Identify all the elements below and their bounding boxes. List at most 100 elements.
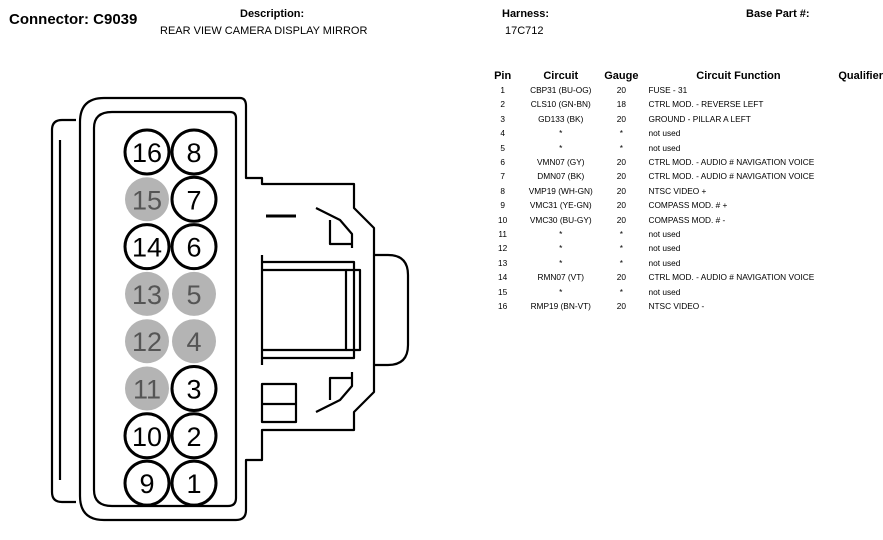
pin-circle — [125, 177, 169, 222]
circuit-cell: VMC31 (YE-GN) — [529, 200, 592, 211]
gauge-cell: 20 — [616, 185, 626, 196]
pin-cell: 8 — [500, 185, 505, 196]
pin-number: 5 — [186, 280, 201, 310]
pin-number: 4 — [186, 327, 201, 357]
gauge-cell: 20 — [616, 214, 626, 225]
header-circuit-function: Circuit Function — [696, 69, 781, 82]
pin-cell: 16 — [498, 301, 508, 312]
function-cell: not used — [648, 257, 681, 268]
function-cell: not used — [648, 142, 681, 153]
function-cell: FUSE - 31 — [648, 85, 688, 95]
table-row: 16 RMP19 (BN-VT) 20 NTSC VIDEO - — [488, 299, 883, 313]
pin-circle — [125, 319, 169, 364]
pin-number: 11 — [133, 375, 161, 405]
qualifier-cell — [838, 270, 883, 284]
pin-number: 3 — [186, 375, 201, 405]
function-cell: GROUND - PILLAR A LEFT — [648, 113, 751, 124]
connector-pin-15: 15 — [125, 177, 169, 222]
function-cell: NTSC VIDEO - — [648, 301, 705, 312]
connector-pin-16: 16 — [123, 128, 171, 176]
gauge-cell: 20 — [616, 171, 626, 182]
pin-circle — [123, 223, 171, 271]
qualifier-cell — [838, 227, 883, 241]
base-part-label: Base Part #: — [746, 8, 810, 20]
pin-circle — [170, 459, 218, 507]
pinout-table: Pin Circuit Gauge Circuit Function Quali… — [488, 68, 883, 314]
connector-pin-2: 2 — [170, 412, 218, 460]
header-pin: Pin — [494, 69, 512, 82]
qualifier-cell — [838, 169, 883, 183]
pin-circle — [170, 223, 218, 271]
pin-number: 16 — [132, 138, 162, 168]
pin-cell: 10 — [498, 214, 508, 225]
table-row: 5**not used — [488, 141, 883, 155]
function-cell: COMPASS MOD. # - — [648, 214, 726, 225]
circuit-cell: * — [559, 257, 563, 268]
circuit-cell: * — [559, 229, 563, 240]
pin-circle — [123, 128, 171, 176]
connector-pin-8: 8 — [170, 128, 218, 176]
pin-cell: 3 — [500, 113, 505, 124]
connector-pin-7: 7 — [170, 175, 218, 223]
pin-cell: 14 — [498, 272, 508, 283]
function-cell: CTRL MOD. - AUDIO # NAVIGATION VOICE — [648, 157, 815, 168]
pin-circle — [170, 128, 218, 176]
circuit-cell: * — [559, 286, 563, 297]
gauge-cell: * — [619, 229, 623, 240]
gauge-cell: 18 — [616, 99, 626, 110]
circuit-cell: RMP19 (BN-VT) — [530, 301, 591, 312]
harness-label: Harness: — [502, 8, 550, 20]
pin-circle — [123, 412, 171, 460]
table-row: 12**not used — [488, 241, 883, 255]
pin-circle — [172, 319, 216, 364]
gauge-cell: 20 — [616, 272, 626, 283]
circuit-cell: * — [559, 128, 563, 139]
pin-number: 12 — [132, 327, 162, 357]
connector-pin-1: 1 — [170, 459, 218, 507]
connector-pin-5: 5 — [172, 271, 216, 316]
function-cell: CTRL MOD. - AUDIO # NAVIGATION VOICE — [648, 272, 815, 283]
pin-circle — [125, 271, 169, 316]
pin-cell: 2 — [500, 99, 505, 110]
pin-circle — [123, 459, 171, 507]
pin-number: 10 — [132, 422, 162, 452]
table-row: 13**not used — [488, 256, 883, 270]
qualifier-cell — [838, 112, 883, 126]
connector-pin-4: 4 — [172, 319, 216, 364]
gauge-cell: 20 — [616, 301, 626, 312]
connector-pin-6: 6 — [170, 223, 218, 271]
pin-number: 7 — [186, 185, 201, 215]
table-row: 11**not used — [488, 227, 883, 241]
qualifier-cell — [838, 126, 883, 140]
qualifier-cell — [838, 256, 883, 270]
circuit-cell: * — [559, 142, 563, 153]
gauge-cell: 20 — [616, 85, 626, 95]
qualifier-cell — [838, 184, 883, 198]
header-circuit: Circuit — [543, 69, 579, 82]
description-value: REAR VIEW CAMERA DISPLAY MIRROR — [160, 25, 368, 37]
pin-cell: 6 — [500, 157, 505, 168]
qualifier-cell — [838, 299, 883, 313]
connector-pin-10: 10 — [123, 412, 171, 460]
pin-cell: 11 — [498, 229, 507, 240]
gauge-cell: 20 — [616, 200, 626, 211]
gauge-cell: 20 — [616, 157, 626, 168]
gauge-cell: * — [619, 286, 623, 297]
pin-circle — [170, 412, 218, 460]
circuit-cell: DMN07 (BK) — [537, 171, 585, 182]
qualifier-cell — [838, 285, 883, 299]
qualifier-cell — [838, 155, 883, 169]
gauge-cell: 20 — [616, 113, 626, 124]
pin-cell: 15 — [498, 286, 508, 297]
table-row: 15**not used — [488, 285, 883, 299]
gauge-cell: * — [619, 257, 623, 268]
table-row: 4**not used — [488, 126, 883, 140]
